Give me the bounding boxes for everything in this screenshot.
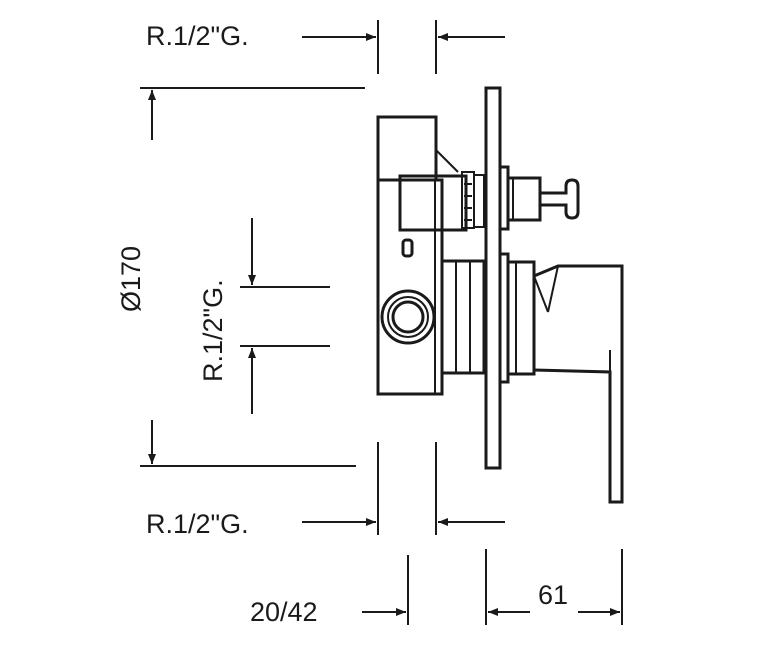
valve-body xyxy=(376,178,444,396)
diverter-fitting xyxy=(461,171,485,229)
cartridge-housing xyxy=(440,259,486,375)
dimension-depth-range xyxy=(362,555,409,625)
diverter-knob xyxy=(498,165,580,231)
dimension-thread-top xyxy=(302,20,505,74)
side-outlet-ring xyxy=(380,289,436,345)
thread-top-label: R.1/2"G. xyxy=(146,21,249,51)
dimension-projection xyxy=(485,549,623,625)
dimension-diameter xyxy=(140,87,365,467)
mixer-lever xyxy=(498,252,624,504)
slot-mark xyxy=(401,238,414,258)
projection-label: 61 xyxy=(538,580,568,610)
top-inlet-block xyxy=(376,115,468,232)
thread-side-label: R.1/2"G. xyxy=(198,279,228,382)
dimension-thread-side xyxy=(240,218,330,414)
cover-plate xyxy=(484,86,502,470)
depth-range-label: 20/42 xyxy=(250,597,318,627)
diameter-label: Ø170 xyxy=(116,246,146,312)
thread-bottom-label: R.1/2"G. xyxy=(146,509,249,539)
dimension-thread-bottom xyxy=(302,442,505,535)
